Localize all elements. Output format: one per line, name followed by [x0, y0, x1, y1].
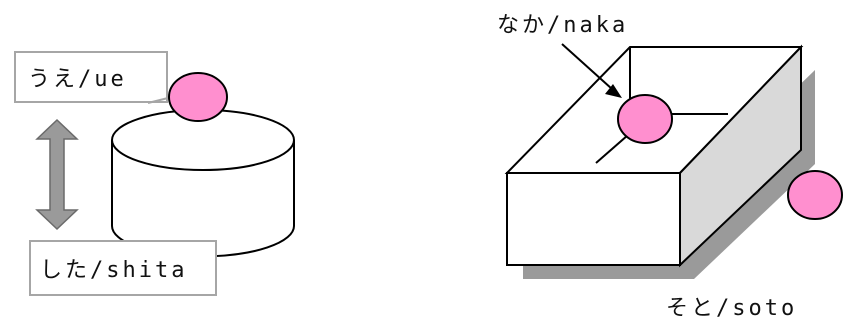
- ue-connector-line: [147, 96, 173, 104]
- cake-illustration: [111, 109, 295, 258]
- naka-label-group: なか/naka: [497, 13, 628, 98]
- shita-label-box: した/shita: [29, 240, 217, 296]
- pink-ball-icon: [168, 72, 228, 122]
- ball-on-top: [147, 72, 228, 122]
- shita-label: した/shita: [40, 258, 187, 283]
- ue-label: うえ/ue: [28, 67, 127, 92]
- soto-label: そと/soto: [666, 296, 797, 321]
- arrowhead-icon: [605, 84, 622, 98]
- shita-label-frame: [29, 240, 217, 296]
- ue-label-box: うえ/ue: [14, 51, 168, 103]
- ue-label-frame: [14, 51, 168, 103]
- naka-arrow-line: [561, 43, 613, 90]
- pink-ball-icon: [617, 94, 673, 144]
- box-side-face: [679, 44, 802, 268]
- open-box-illustration: [504, 44, 815, 279]
- box-front-face: [506, 172, 681, 266]
- up-down-arrow-icon: [35, 118, 79, 231]
- naka-label: なか/naka: [497, 13, 628, 38]
- pink-ball-icon: [787, 170, 843, 220]
